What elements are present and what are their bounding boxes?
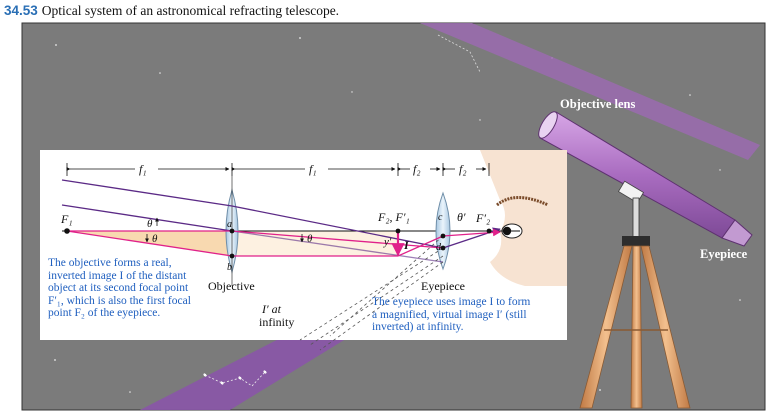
F1-label: F₁ bbox=[60, 212, 73, 226]
theta-label-b: θ bbox=[152, 233, 158, 245]
figure-title: Optical system of an astronomical refrac… bbox=[41, 3, 340, 18]
focal-length-dimensions bbox=[66, 163, 490, 176]
eyepiece-label-right: Eyepiece bbox=[700, 247, 748, 261]
tripod bbox=[579, 197, 691, 409]
theta-label-a: θ bbox=[147, 218, 153, 230]
objective-annotation-line: The objective forms a real, bbox=[48, 257, 172, 269]
figure-number: 34.53 bbox=[4, 3, 38, 18]
objective-annotation-line: inverted image I of the distant bbox=[48, 269, 187, 282]
f1-label-right: f₁ bbox=[309, 162, 317, 176]
f2-label-left: f₂ bbox=[413, 162, 421, 176]
eyebrow bbox=[496, 196, 549, 207]
theta-prime-label: θ′ bbox=[457, 210, 466, 224]
f2-label-right: f₂ bbox=[459, 162, 467, 176]
F2prime-label: F′₂ bbox=[475, 211, 490, 225]
constellation-lower bbox=[203, 370, 267, 387]
objective-annotation: The objective forms a real, inverted ima… bbox=[48, 257, 216, 320]
objective-lens-label: Objective lens bbox=[560, 97, 635, 111]
eyepiece-lens-icon bbox=[435, 191, 451, 271]
eyepiece-annotation-line: a magnified, virtual image I′ (still bbox=[372, 308, 527, 321]
image-infinity-label-2: infinity bbox=[259, 315, 294, 329]
focal-points bbox=[64, 228, 492, 259]
eyepiece-annotation: The eyepiece uses image I to form a magn… bbox=[372, 296, 564, 334]
y-prime-label: y′ bbox=[383, 236, 392, 248]
eyepiece-annotation-line: The eyepiece uses image I to form bbox=[372, 296, 531, 308]
constellation-upper bbox=[437, 34, 481, 73]
eyepiece-annotation-line: inverted) at infinity. bbox=[372, 321, 464, 333]
telescope-tube bbox=[538, 111, 753, 247]
image-I-label: I bbox=[403, 238, 410, 252]
eyepiece-label: Eyepiece bbox=[421, 279, 465, 293]
point-a-label: a bbox=[227, 219, 232, 230]
image-infinity-label-1: I′ at bbox=[261, 302, 282, 316]
F2-F1prime-label: F₂, F′₁ bbox=[377, 210, 410, 224]
point-d-label: d bbox=[436, 242, 442, 253]
objective-annotation-line: object at its second focal point bbox=[48, 282, 189, 294]
objective-annotation-line: point F₂ of the eyepiece. bbox=[48, 307, 161, 319]
theta-arrows bbox=[145, 217, 304, 243]
virtual-image-extension bbox=[299, 235, 444, 351]
stars bbox=[54, 37, 741, 393]
f1-label-left: f₁ bbox=[139, 162, 147, 176]
point-b-label: b bbox=[227, 262, 232, 273]
objective-label: Objective bbox=[208, 279, 255, 293]
starlight-beam-upper bbox=[420, 23, 760, 160]
theta-label-c: θ bbox=[307, 233, 313, 245]
objective-annotation-line: F′₁, which is also the first focal bbox=[48, 294, 191, 307]
point-c-label: c bbox=[438, 212, 443, 223]
light-rays bbox=[61, 179, 501, 263]
observer-face bbox=[480, 150, 567, 286]
